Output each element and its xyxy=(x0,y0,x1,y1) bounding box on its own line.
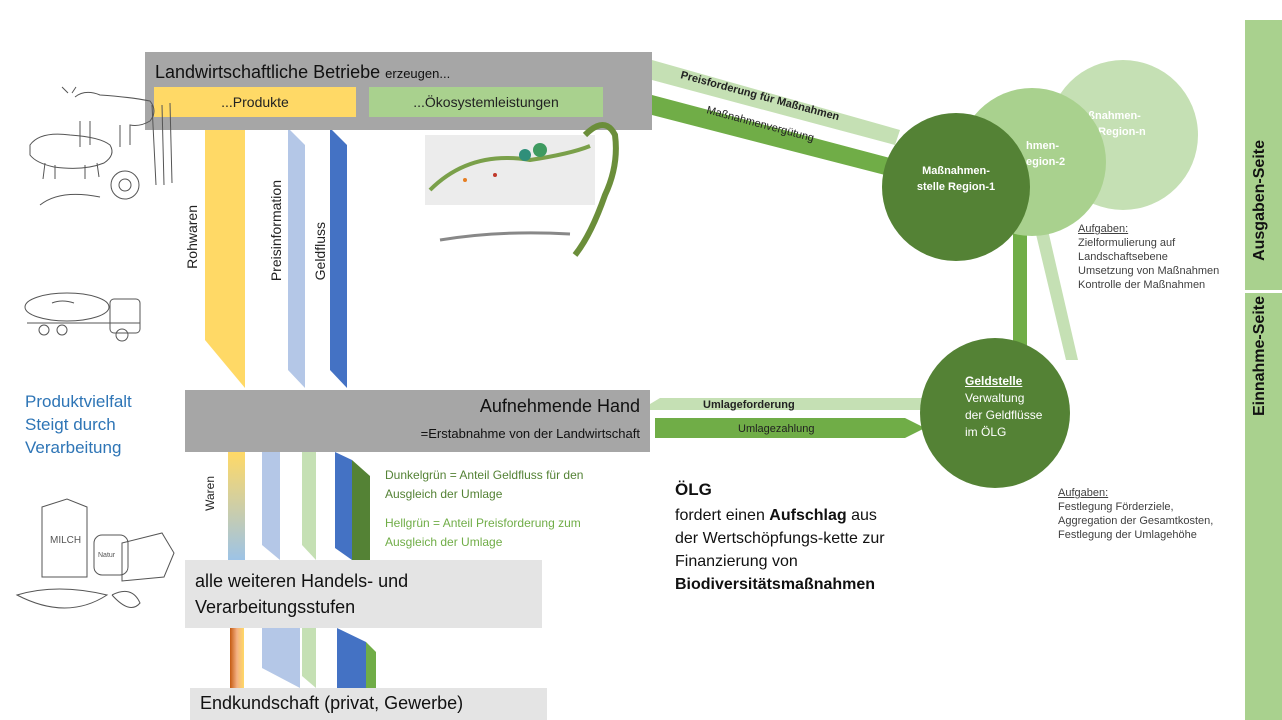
darkgreen-flow-2 xyxy=(352,460,370,560)
preisforderung-arrow xyxy=(652,60,900,145)
geldfluss-label: Geldfluss xyxy=(312,222,328,281)
waren-label: Waren xyxy=(203,476,217,511)
legend-light: Hellgrün = Anteil Preisforderung zum Aus… xyxy=(385,516,581,549)
olg-text: ÖLG fordert einen Aufschlag aus der Wert… xyxy=(675,480,885,593)
handel-box: alle weiteren Handels- und Verarbeitungs… xyxy=(185,560,542,628)
geldfluss-flow xyxy=(330,128,347,388)
umlagezahlung-arrow xyxy=(655,418,925,438)
rohwaren-label: Rohwaren xyxy=(184,205,200,269)
umlageforderung-arrow xyxy=(640,398,925,410)
aufnehmende-subtitle: =Erstabnahme von der Landwirtschaft xyxy=(420,426,640,441)
landscape-sketch xyxy=(425,122,619,257)
olg-title: ÖLG xyxy=(675,480,712,499)
endkunde-box: Endkundschaft (privat, Gewerbe) xyxy=(190,688,547,720)
preisinformation-label: Preisinformation xyxy=(268,180,284,282)
region-geld-connector xyxy=(1013,230,1027,360)
einnahme-label: Einnahme-Seite xyxy=(1251,296,1268,417)
rohwaren-flow xyxy=(205,128,245,388)
umlagezahlung-label: Umlagezahlung xyxy=(738,423,814,435)
sidebar: Ausgaben-Seite Einnahme-Seite xyxy=(1245,20,1282,720)
region-geld-connector-light xyxy=(1035,230,1078,360)
endkunde-label: Endkundschaft (privat, Gewerbe) xyxy=(200,693,464,713)
svg-text:MILCH: MILCH xyxy=(50,535,81,546)
geldstelle-circle: Geldstelle Verwaltung der Geldflüsse im … xyxy=(920,338,1070,488)
preis-flow-2 xyxy=(262,452,280,560)
aufgaben-1: Aufgaben: Zielformulierung auf Landschaf… xyxy=(1078,223,1220,291)
geld-flow-3 xyxy=(337,628,366,688)
ausgaben-label: Ausgaben-Seite xyxy=(1251,140,1268,261)
massnahmenverguetung-arrow xyxy=(652,95,890,175)
produkte-box: ...Produkte xyxy=(154,87,356,117)
preis-flow-3 xyxy=(262,628,300,688)
darkgreen-flow-3 xyxy=(366,642,376,688)
waren-flow-3 xyxy=(230,628,244,688)
truck-sketch xyxy=(24,292,141,342)
aufnehmende-hand-box: Aufnehmende Hand =Erstabnahme von der La… xyxy=(185,390,650,452)
preisinformation-flow xyxy=(288,128,305,388)
landwirtschaft-title: Landwirtschaftliche Betriebe erzeugen... xyxy=(155,62,451,82)
aufnehmende-title: Aufnehmende Hand xyxy=(479,396,640,416)
handel-line2: Verarbeitungsstufen xyxy=(195,597,356,617)
geldstelle-title: Geldstelle xyxy=(965,374,1023,388)
aufgaben-2: Aufgaben: Festlegung Förderziele, Aggreg… xyxy=(1058,487,1214,541)
landwirtschaft-box: Landwirtschaftliche Betriebe erzeugen...… xyxy=(145,52,652,130)
umlageforderung-label: Umlageforderung xyxy=(703,399,795,411)
waren-flow xyxy=(228,452,245,560)
handel-line1: alle weiteren Handels- und xyxy=(195,571,409,591)
farm-animals-sketch xyxy=(29,86,173,206)
light-green-flow-2 xyxy=(302,452,316,560)
oekosystem-box: ...Ökosystemleistungen xyxy=(369,87,603,117)
legend-dark: Dunkelgrün = Anteil Geldfluss für den Au… xyxy=(385,468,584,501)
light-green-flow-3 xyxy=(302,628,316,688)
geld-flow-2 xyxy=(335,452,352,560)
region-1-circle: Maßnahmen-stelle Region-1 xyxy=(882,113,1030,261)
svg-text:Natur: Natur xyxy=(98,552,116,559)
dairy-products-sketch: MILCH Natur xyxy=(15,498,175,609)
